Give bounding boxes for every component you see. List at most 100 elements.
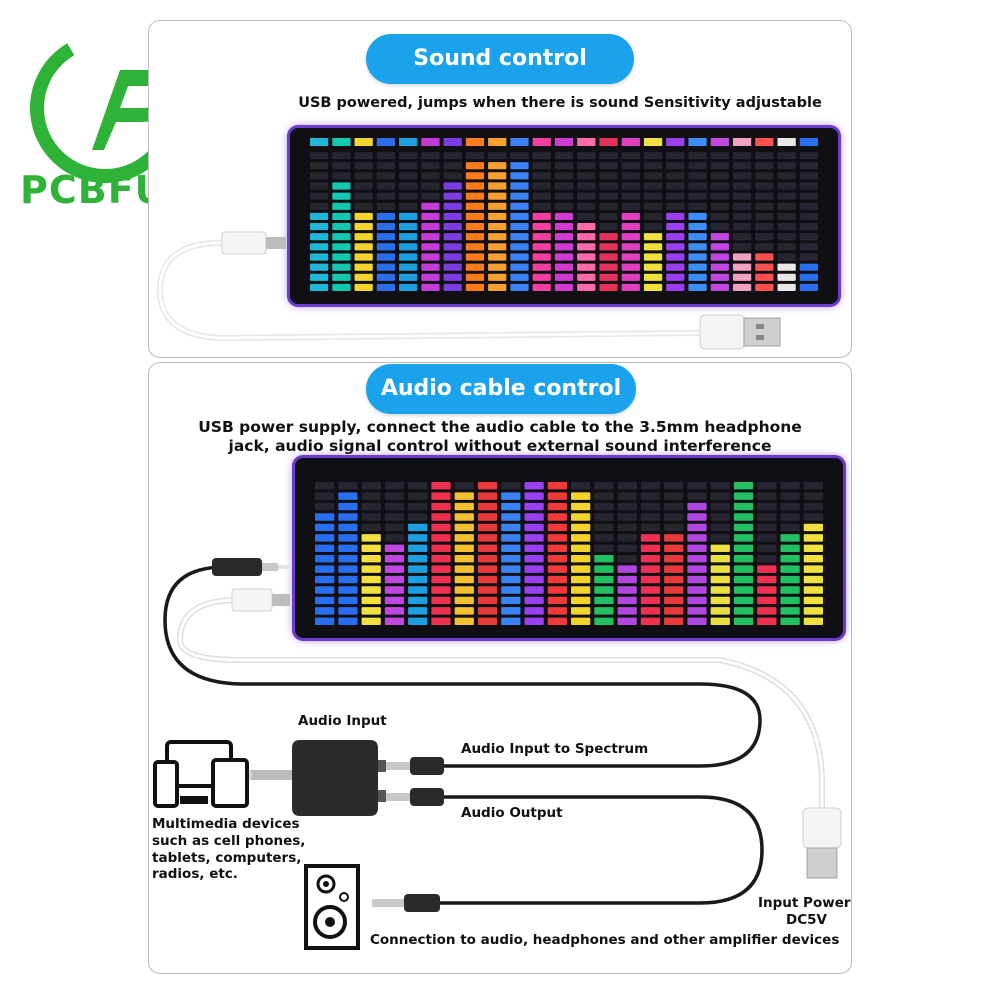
spectrum-segment — [408, 502, 428, 511]
spectrum-segment — [755, 162, 774, 170]
spectrum-segment — [421, 182, 440, 190]
spectrum-segment — [421, 212, 440, 220]
spectrum-segment — [354, 192, 373, 200]
spectrum-segment — [361, 555, 381, 563]
spectrum-cap — [376, 138, 396, 146]
spectrum-segment — [354, 223, 373, 231]
spectrum-segment — [777, 233, 796, 241]
spectrum-segment — [617, 534, 637, 542]
spectrum-segment — [666, 253, 685, 261]
spectrum-segment — [755, 202, 774, 210]
spectrum-segment — [643, 223, 663, 231]
spectrum-segment — [777, 273, 796, 281]
spectrum-segment — [710, 263, 729, 271]
spectrum-segment — [408, 607, 428, 615]
spectrum-segment — [755, 243, 774, 251]
spectrum-segment — [315, 482, 335, 490]
spectrum-segment — [465, 172, 485, 180]
spectrum-segment — [621, 243, 640, 251]
spectrum-segment — [643, 202, 663, 210]
spectrum-segment — [621, 192, 640, 200]
spectrum-segment — [666, 283, 685, 291]
spectrum-segment — [338, 607, 358, 615]
spectrum-segment — [315, 565, 335, 573]
spectrum-segment — [501, 607, 521, 615]
spectrum-cap — [643, 138, 663, 146]
spectrum-segment — [666, 172, 685, 180]
spectrum-segment — [510, 172, 529, 180]
audio-cable-subtitle-line2: jack, audio signal control without exter… — [228, 437, 772, 455]
spectrum-segment — [384, 565, 405, 573]
spectrum-segment — [376, 212, 396, 220]
spectrum-segment — [688, 212, 707, 220]
spectrum-segment — [577, 233, 596, 241]
spectrum-segment — [315, 596, 335, 605]
spectrum-segment — [777, 152, 796, 160]
spectrum-segment — [361, 513, 381, 521]
spectrum-segment — [408, 617, 428, 625]
spectrum-segment — [687, 617, 707, 625]
spectrum-segment — [688, 223, 707, 231]
spectrum-segment — [338, 617, 358, 625]
spectrum-segment — [376, 243, 396, 251]
spectrum-segment — [687, 555, 707, 563]
spectrum-segment — [687, 482, 707, 490]
spectrum-segment — [803, 555, 823, 563]
spectrum-segment — [687, 586, 707, 594]
spectrum-segment — [640, 596, 661, 605]
spectrum-segment — [501, 482, 521, 490]
spectrum-segment — [666, 212, 685, 220]
spectrum-segment — [664, 596, 684, 605]
spectrum-segment — [477, 534, 498, 542]
spectrum-segment — [408, 482, 428, 490]
spectrum-segment — [780, 502, 800, 511]
spectrum-segment — [777, 253, 796, 261]
spectrum-segment — [384, 482, 405, 490]
spectrum-segment — [577, 273, 596, 281]
spectrum-cap — [577, 138, 596, 146]
spectrum-segment — [599, 152, 618, 160]
spectrum-segment — [599, 233, 618, 241]
spectrum-segment — [354, 253, 373, 261]
spectrum-cap — [599, 138, 618, 146]
spectrum-segment — [643, 162, 663, 170]
spectrum-segment — [532, 223, 551, 231]
spectrum-segment — [421, 233, 440, 241]
audio-cable-subtitle-line1: USB power supply, connect the audio cabl… — [198, 418, 802, 436]
spectrum-segment — [454, 482, 474, 490]
spectrum-segment — [431, 544, 451, 552]
spectrum-segment — [477, 565, 498, 573]
spectrum-segment — [688, 172, 707, 180]
spectrum-segment — [399, 192, 418, 200]
spectrum-segment — [688, 243, 707, 251]
spectrum-segment — [554, 273, 574, 281]
spectrum-segment — [803, 482, 823, 490]
spectrum-segment — [777, 223, 796, 231]
spectrum-segment — [757, 492, 777, 500]
spectrum-cap — [710, 138, 729, 146]
spectrum-segment — [547, 555, 567, 563]
spectrum-segment — [399, 162, 418, 170]
spectrum-segment — [599, 263, 618, 271]
spectrum-segment — [488, 273, 507, 281]
spectrum-segment — [524, 617, 544, 625]
spectrum-segment — [755, 223, 774, 231]
spectrum-segment — [532, 192, 551, 200]
spectrum-segment — [332, 223, 351, 231]
spectrum-segment — [710, 523, 730, 532]
spectrum-segment — [310, 192, 329, 200]
spectrum-segment — [710, 586, 730, 594]
spectrum-segment — [465, 202, 485, 210]
spectrum-segment — [361, 607, 381, 615]
spectrum-cap — [732, 138, 752, 146]
spectrum-segment — [577, 192, 596, 200]
spectrum-segment — [803, 513, 823, 521]
spectrum-segment — [799, 172, 818, 180]
spectrum-segment — [524, 596, 544, 605]
spectrum-segment — [666, 243, 685, 251]
spectrum-segment — [594, 523, 614, 532]
spectrum-segment — [488, 253, 507, 261]
spectrum-segment — [687, 523, 707, 532]
spectrum-segment — [571, 544, 591, 552]
spectrum-segment — [755, 233, 774, 241]
